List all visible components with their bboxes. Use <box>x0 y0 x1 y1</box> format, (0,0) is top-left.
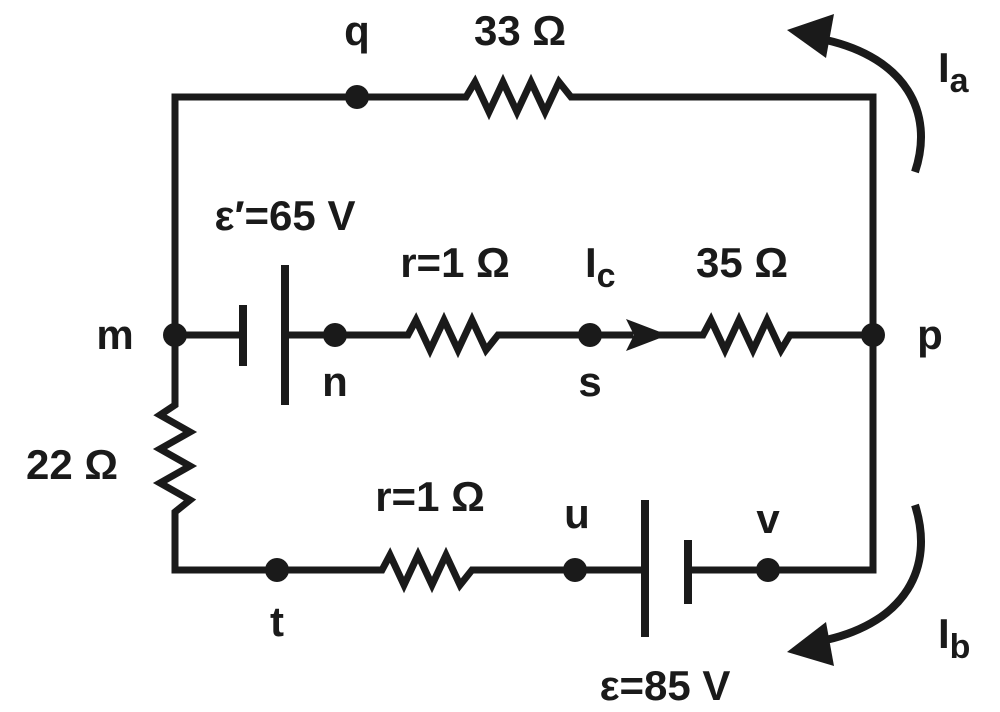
node-q-dot <box>345 85 369 109</box>
current-b-arrow <box>787 503 926 666</box>
node-u-label: u <box>564 490 590 537</box>
current-c-symbol: I <box>585 239 597 286</box>
current-b-label: Ib <box>938 610 970 666</box>
node-u-dot <box>563 558 587 582</box>
resistor-22-ohm-label: 22 Ω <box>26 441 118 488</box>
current-b-symbol: I <box>938 610 950 657</box>
node-v-label: v <box>756 495 780 542</box>
node-p-label: p <box>917 311 943 358</box>
top-wire-right <box>592 93 877 339</box>
resistor-33-ohm-label: 33 Ω <box>474 7 566 54</box>
left-wire-resistor-to-bottom <box>171 536 376 574</box>
current-b-arc <box>825 503 926 644</box>
current-c-subscript: c <box>597 257 616 295</box>
node-n-dot <box>323 323 347 347</box>
current-a-label: Ia <box>938 44 970 100</box>
resistor-22-ohm <box>152 398 198 540</box>
resistor-35-ohm-label: 35 Ω <box>696 239 788 286</box>
current-b-subscript: b <box>950 628 971 666</box>
node-m-label: m <box>96 311 133 358</box>
resistor-33-ohm <box>448 73 596 121</box>
resistor-r-middle <box>398 311 508 359</box>
bottom-internal-resistance-label: r=1 Ω <box>375 473 485 520</box>
node-v-dot <box>756 558 780 582</box>
resistor-35-ohm <box>693 311 794 359</box>
node-p-dot <box>861 323 885 347</box>
middle-emf-label: ε′=65 V <box>215 192 356 239</box>
node-s-label: s <box>578 358 601 405</box>
bottom-wire-battery-to-p <box>684 331 877 574</box>
node-n-label: n <box>322 358 348 405</box>
bottom-emf-label: ε=85 V <box>600 662 731 709</box>
node-q-label: q <box>344 7 370 54</box>
node-t-label: t <box>270 598 284 645</box>
node-t-dot <box>265 558 289 582</box>
current-a-arrow <box>787 14 926 174</box>
battery-middle <box>239 265 289 405</box>
node-s-dot <box>578 323 602 347</box>
current-c-arrowhead <box>626 319 668 351</box>
middle-internal-resistance-label: r=1 Ω <box>400 239 510 286</box>
current-c-label: Ic <box>585 239 616 295</box>
current-b-arrowhead <box>787 622 834 666</box>
current-a-arc <box>825 36 926 174</box>
current-a-arrowhead <box>787 14 834 58</box>
current-a-subscript: a <box>950 62 970 100</box>
battery-bottom <box>641 500 692 637</box>
node-m-dot <box>163 323 187 347</box>
resistor-r-bottom <box>372 546 480 594</box>
current-a-symbol: I <box>938 44 950 91</box>
